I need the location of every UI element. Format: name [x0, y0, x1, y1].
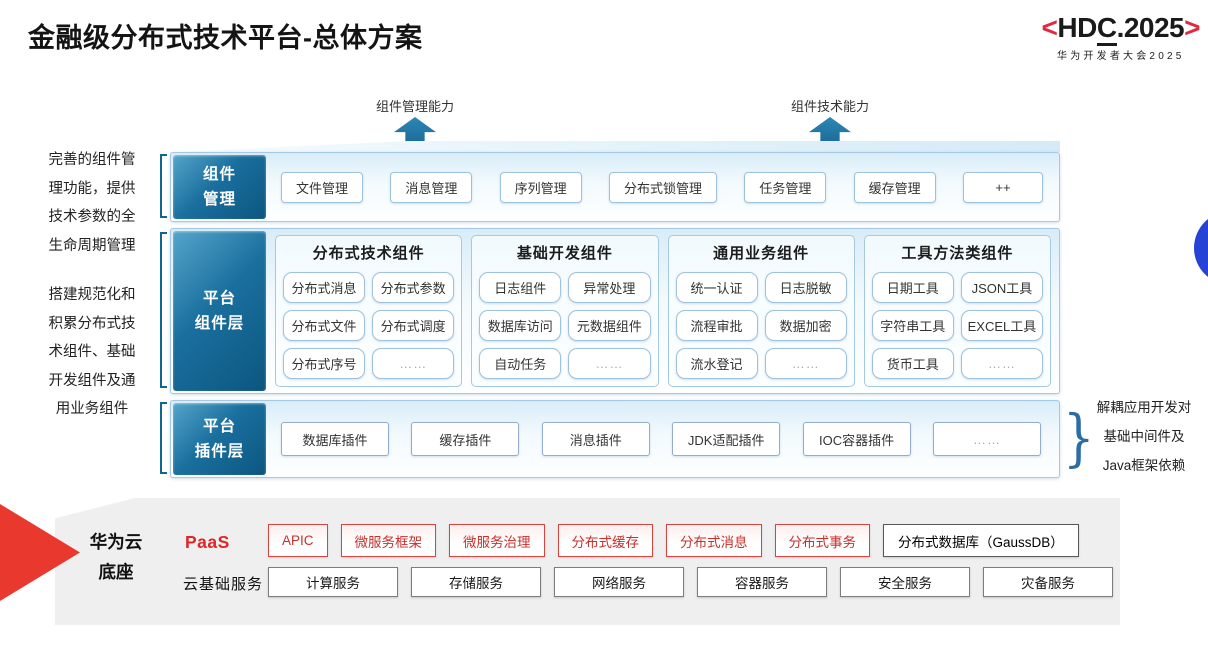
- huawei-cloud-base-label: 华为云 底座: [89, 532, 143, 582]
- row-platform-plugin-layer: 平台 插件层 数据库插件 缓存插件 消息插件 JDK适配插件 IOC容器插件 ……: [170, 400, 1060, 478]
- component-box: 元数据组件: [568, 310, 651, 341]
- column-utility-tools: 工具方法类组件 日期工具 JSON工具 字符串工具 EXCEL工具 货币工具 ……: [863, 235, 1051, 387]
- paas-box-distributed-transaction: 分布式事务: [774, 524, 871, 557]
- component-box: 自动任务: [479, 348, 562, 379]
- component-box-ellipsis: ……: [960, 348, 1043, 379]
- column-basic-dev: 基础开发组件 日志组件 异常处理 数据库访问 元数据组件 自动任务 ……: [471, 235, 659, 387]
- iaas-box-container: 容器服务: [697, 567, 827, 597]
- hdc-logo: <HDC.2025> 华为开发者大会2025: [1042, 12, 1200, 62]
- iaas-box-compute: 计算服务: [268, 567, 398, 597]
- component-box-ellipsis: ……: [568, 348, 651, 379]
- paas-box-distributed-message: 分布式消息: [666, 524, 762, 557]
- logo-year: .2025: [1116, 12, 1185, 43]
- paas-box-distributed-cache: 分布式缓存: [557, 524, 654, 557]
- perspective-top-face: [178, 141, 1060, 152]
- component-box: 异常处理: [568, 272, 651, 303]
- component-box: 分布式调度: [372, 310, 455, 341]
- mgmt-box-message: 消息管理: [390, 171, 473, 203]
- component-box: 日志脱敏: [764, 272, 847, 303]
- mgmt-box-task: 任务管理: [744, 171, 827, 203]
- paas-box-microservice-governance: 微服务治理: [449, 524, 545, 557]
- component-box: 数据加密: [764, 310, 847, 341]
- column-distributed-tech: 分布式技术组件 分布式消息 分布式参数 分布式文件 分布式调度 分布式序号 ……: [275, 235, 463, 387]
- note-platform-components: 搭建规范化和 积累分布式技 术组件、基础 开发组件及通 用业务组件: [48, 287, 136, 417]
- component-management-items: 文件管理 消息管理 序列管理 分布式锁管理 任务管理 缓存管理 ++: [281, 153, 1043, 221]
- arrow-label-component-mgmt-capability: 组件管理能力: [375, 99, 455, 114]
- row-label-component-management: 组件 管理: [173, 155, 266, 219]
- mgmt-box-sequence: 序列管理: [499, 171, 582, 203]
- component-box: 分布式序号: [283, 348, 366, 379]
- component-box: 统一认证: [675, 272, 758, 303]
- mgmt-box-file: 文件管理: [281, 171, 364, 203]
- hdc-logo-text: <HDC.2025>: [1041, 12, 1200, 46]
- component-box: 流水登记: [675, 348, 758, 379]
- row-platform-component-layer: 平台 组件层 分布式技术组件 分布式消息 分布式参数 分布式文件 分布式调度 分…: [170, 228, 1060, 394]
- component-box: EXCEL工具: [960, 310, 1043, 341]
- logo-left-angle: <: [1041, 12, 1058, 43]
- row-label-platform-component-layer: 平台 组件层: [173, 231, 266, 391]
- iaas-box-storage: 存储服务: [411, 567, 541, 597]
- paas-box-gaussdb: 分布式数据库（GaussDB）: [883, 524, 1079, 557]
- arrow-label-component-tech-capability: 组件技术能力: [790, 99, 870, 114]
- note-component-management: 完善的组件管 理功能，提供 技术参数的全 生命周期管理: [48, 152, 136, 254]
- row-component-management: 组件 管理 文件管理 消息管理 序列管理 分布式锁管理 任务管理 缓存管理 ++: [170, 152, 1060, 222]
- paas-services-row: APIC 微服务框架 微服务治理 分布式缓存 分布式消息 分布式事务 分布式数据…: [268, 524, 1079, 557]
- left-bracket-row3: [160, 402, 167, 474]
- platform-plugin-items: 数据库插件 缓存插件 消息插件 JDK适配插件 IOC容器插件 ……: [281, 401, 1041, 477]
- component-box: 分布式文件: [283, 310, 366, 341]
- logo-subtitle: 华为开发者大会2025: [1057, 51, 1185, 62]
- logo-hd: HD: [1057, 12, 1097, 43]
- paas-box-apic: APIC: [268, 524, 328, 557]
- column-common-business: 通用业务组件 统一认证 日志脱敏 流程审批 数据加密 流水登记 ……: [667, 235, 855, 387]
- logo-c-underlined: C: [1096, 12, 1117, 46]
- right-curly-brace: }: [1062, 401, 1095, 474]
- huawei-cloud-base-panel: [55, 498, 1120, 625]
- mgmt-box-cache: 缓存管理: [853, 171, 936, 203]
- iaas-box-security: 安全服务: [840, 567, 970, 597]
- platform-component-columns: 分布式技术组件 分布式消息 分布式参数 分布式文件 分布式调度 分布式序号 ………: [275, 235, 1051, 387]
- cloud-basic-services-label: 云基础服务: [183, 576, 264, 593]
- component-box: 分布式消息: [283, 272, 366, 303]
- mgmt-box-plus-plus: ++: [962, 171, 1043, 203]
- component-box-ellipsis: ……: [764, 348, 847, 379]
- left-bracket-row1: [160, 154, 167, 218]
- paas-label: PaaS: [185, 532, 230, 552]
- cloud-basic-services-row: 计算服务 存储服务 网络服务 容器服务 安全服务 灾备服务: [268, 567, 1113, 597]
- plugin-box-jdk: JDK适配插件: [672, 422, 781, 456]
- note-decouple-dependency: 解耦应用开发对 基础中间件及 Java框架依赖: [1096, 400, 1192, 473]
- next-nav-circle[interactable]: [1194, 211, 1208, 285]
- component-box: JSON工具: [960, 272, 1043, 303]
- left-bracket-row2: [160, 232, 167, 388]
- iaas-box-network: 网络服务: [554, 567, 684, 597]
- plugin-box-ioc: IOC容器插件: [802, 422, 911, 456]
- component-box: 货币工具: [871, 348, 954, 379]
- component-box: 日志组件: [479, 272, 562, 303]
- plugin-box-cache: 缓存插件: [411, 422, 520, 456]
- page-title: 金融级分布式技术平台-总体方案: [28, 23, 423, 53]
- component-box: 流程审批: [675, 310, 758, 341]
- mgmt-box-distributed-lock: 分布式锁管理: [608, 171, 717, 203]
- row-label-platform-plugin-layer: 平台 插件层: [173, 403, 266, 475]
- plugin-box-message: 消息插件: [541, 422, 650, 456]
- component-box: 分布式参数: [372, 272, 455, 303]
- component-box: 数据库访问: [479, 310, 562, 341]
- logo-right-angle: >: [1184, 12, 1200, 43]
- component-box: 日期工具: [871, 272, 954, 303]
- paas-box-microservice-framework: 微服务框架: [340, 524, 437, 557]
- plugin-box-database: 数据库插件: [281, 422, 389, 456]
- component-box-ellipsis: ……: [372, 348, 455, 379]
- plugin-box-ellipsis: ……: [932, 422, 1041, 456]
- iaas-box-disaster-recovery: 灾备服务: [983, 567, 1113, 597]
- component-box: 字符串工具: [871, 310, 954, 341]
